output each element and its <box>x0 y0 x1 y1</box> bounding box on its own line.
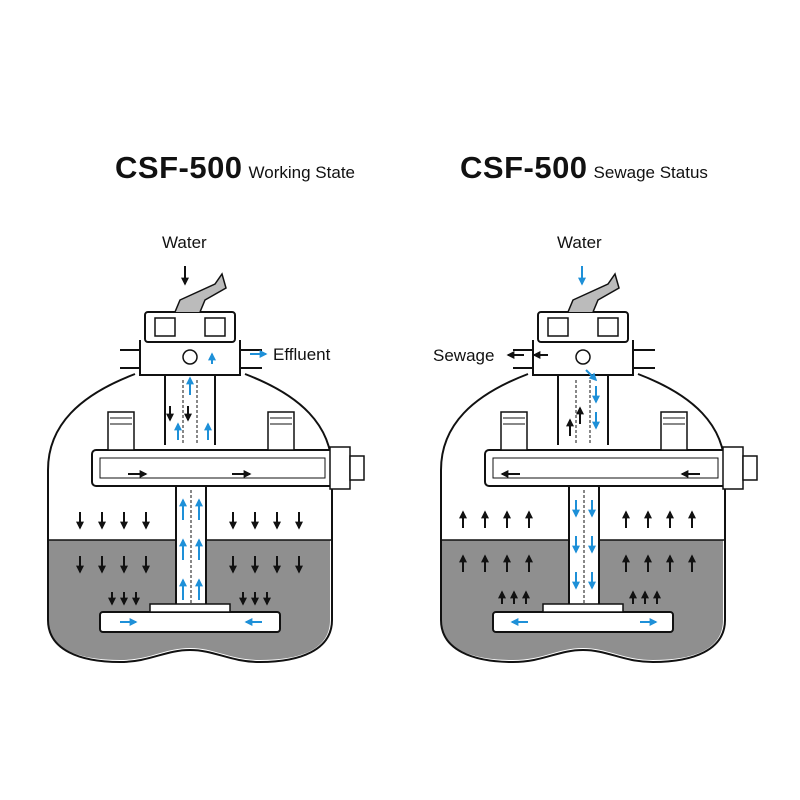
title-working-state: CSF-500 Working State <box>115 150 355 186</box>
downflow-arrows-blue <box>510 266 658 626</box>
upflow-arrows <box>459 351 700 604</box>
multiport-valve <box>120 272 262 445</box>
upflow-arrows-blue <box>120 350 268 626</box>
inlet-label: Water <box>557 233 602 252</box>
lateral-manifold <box>484 411 758 490</box>
multiport-valve <box>513 272 655 445</box>
bottom-lateral <box>99 603 281 633</box>
central-standpipe <box>568 485 600 613</box>
outlet-label: Sewage <box>433 346 494 365</box>
model-name: CSF-500 <box>115 150 243 185</box>
model-name: CSF-500 <box>460 150 588 185</box>
working-state-diagram: Water Effluent <box>47 233 365 664</box>
bottom-lateral <box>492 603 674 633</box>
state-name: Working State <box>248 163 356 182</box>
outlet-label: Effluent <box>273 345 331 364</box>
lateral-manifold <box>91 411 365 490</box>
inlet-label: Water <box>162 233 207 252</box>
state-name: Sewage Status <box>593 163 708 182</box>
central-standpipe <box>175 485 207 613</box>
downflow-arrows <box>76 266 303 606</box>
sewage-status-diagram: Water Sewage <box>433 233 758 664</box>
title-sewage-status: CSF-500 Sewage Status <box>460 150 708 186</box>
